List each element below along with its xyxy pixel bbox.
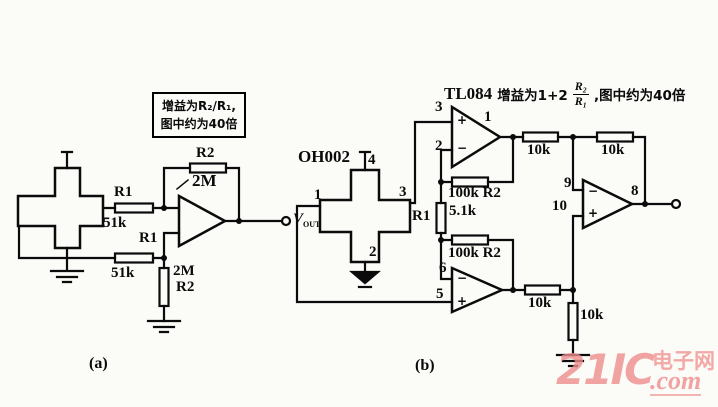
opamp-top-plus-sign: +: [457, 113, 468, 127]
gain-note-b-suffix: ,图中约为40倍: [593, 88, 686, 104]
opamp-top-pin-2: 2: [435, 138, 443, 154]
watermark-domain: .com: [650, 366, 702, 396]
opamp-bottom-plus-sign: +: [457, 294, 468, 308]
r2-ground-value-a: 2M: [173, 263, 195, 279]
opamp-top-pin-1: 1: [484, 109, 492, 125]
ground-symbol-b-sensor: [348, 260, 382, 289]
resistor-r2-ground-a: [158, 266, 170, 308]
opamp-bottom-pin-5: 5: [436, 286, 444, 302]
sensor-pin-3: 3: [399, 184, 407, 200]
resistor-r1-top-a: [113, 202, 155, 214]
r1-value-b: 5.1k: [449, 203, 477, 219]
watermark-brand: 21IC: [556, 345, 655, 394]
output-label-sub: OUT: [303, 220, 321, 229]
junction-dots-a: [161, 205, 242, 261]
opamp-diff-pin-9: 9: [564, 175, 572, 191]
resistor-feedback-top-b: [450, 176, 490, 188]
opamp-bottom-pin-6: 6: [439, 260, 447, 276]
r1-name-b: R1: [412, 208, 431, 224]
gain-fraction-denominator: R₁: [574, 93, 587, 108]
ground-symbol-b2: [555, 353, 591, 368]
caption-a: (a): [89, 355, 108, 372]
sensor-label-b: OH002: [298, 147, 350, 166]
opamp-diff-plus-sign: +: [588, 206, 599, 220]
ground-symbol-a1: [49, 246, 85, 284]
resistor-10k-bottom: [523, 284, 562, 296]
sensor-pin-4: 4: [368, 152, 376, 168]
gain-fraction: R₂ R₁: [572, 79, 589, 108]
gain-note-b: TL084 增益为1+2 R₂ R₁ ,图中约为40倍: [444, 76, 685, 112]
r1-top-name-a: R1: [114, 184, 133, 200]
r2-feedback-value-a: 2M: [192, 171, 217, 190]
hall-sensor-b: [318, 168, 412, 264]
chip-label: TL084: [444, 84, 493, 103]
opamp-top-minus-sign: −: [457, 141, 468, 155]
resistor-10k-ground: [567, 301, 579, 342]
supply-stub-a: [60, 150, 74, 170]
r2-feedback-name-a: R2: [196, 145, 215, 161]
gain-note-b-prefix: 增益为1+2: [497, 88, 568, 104]
junction-dots-b: [438, 134, 648, 293]
output-label-a: VOUT: [293, 212, 320, 229]
gain-note-box-a: 增益为R₂/R₁, 图中约为40倍: [152, 92, 246, 138]
output-terminal-a: [280, 215, 292, 227]
opamp-bottom-minus-sign: −: [457, 271, 468, 285]
resistor-r1-b: [435, 201, 447, 235]
opamp-b-top: [450, 104, 503, 170]
bridge-sensor-a: [16, 166, 105, 250]
sensor-pin-2: 2: [369, 244, 377, 260]
r1-bottom-name-a: R1: [139, 230, 158, 246]
opamp-diff-pin-8: 8: [631, 183, 639, 199]
resistor-10k-top2: [595, 131, 635, 143]
wires-a: [17, 166, 284, 323]
gain-note-a-line1: 增益为R₂/R₁,: [162, 99, 236, 113]
gain-fraction-numerator: R₂: [572, 79, 589, 95]
r1-top-value-a: 51k: [103, 215, 127, 231]
opamp-diff-minus-sign: −: [588, 184, 599, 198]
feedback-top-label: 100k R2: [448, 185, 501, 201]
resistor-10k-top1: [521, 131, 560, 143]
resistor-feedback-bottom-b: [450, 234, 490, 246]
gain-note-a-line2: 图中约为40倍: [160, 117, 238, 131]
opamp-top-pin-3: 3: [435, 99, 443, 115]
r-10k-top2-label: 10k: [601, 142, 625, 158]
opamp-b-bottom: [450, 266, 506, 314]
opamp-b-diff: [581, 177, 635, 231]
r1-bottom-value-a: 51k: [111, 265, 135, 281]
output-terminal-b: [670, 198, 682, 210]
feedback-bottom-label: 100k R2: [448, 245, 501, 261]
opamp-a: [177, 193, 228, 249]
r-10k-bottom-label: 10k: [528, 295, 552, 311]
r-10k-ground-label: 10k: [580, 307, 604, 323]
r-10k-top1-label: 10k: [527, 142, 551, 158]
output-label-main: V: [293, 211, 304, 227]
resistor-r1-bottom-a: [113, 252, 155, 264]
resistor-r2-feedback-a: [188, 162, 228, 174]
supply-stub-b: [358, 150, 372, 172]
opamp-diff-pin-10: 10: [552, 198, 567, 214]
sensor-pin-1: 1: [314, 187, 322, 203]
watermark-cn: 电子网: [652, 349, 715, 373]
r2-ground-name-a: R2: [176, 279, 195, 295]
caption-b: (b): [415, 357, 435, 374]
ground-symbol-a2: [146, 319, 182, 334]
